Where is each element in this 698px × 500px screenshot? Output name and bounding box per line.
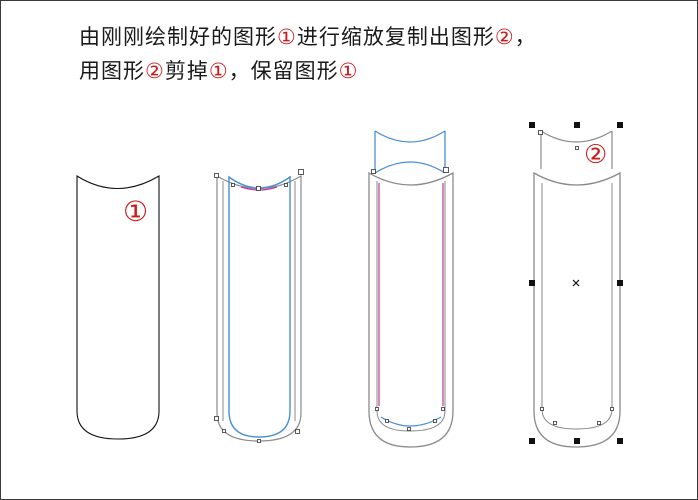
step-1-original-shape <box>76 175 160 440</box>
step-4-outer-body <box>533 171 621 448</box>
caption-1-part-1: 由刚刚绘制好的图形 <box>79 25 277 49</box>
caption-2-part-2: 剪掉 <box>164 59 209 83</box>
step-3-blue-bottom <box>380 416 442 427</box>
step-2-blue-copy <box>228 175 291 438</box>
caption-1-shape-ref-1: ① <box>277 25 297 49</box>
caption-2-part-3: ，保留图形 <box>228 59 339 83</box>
shape-2-label: ② <box>584 140 607 170</box>
caption-line-2: 用图形②剪掉①，保留图形① <box>79 55 358 85</box>
step-4-result <box>529 122 623 448</box>
caption-line-1: 由刚刚绘制好的图形①进行缩放复制出图形②， <box>79 21 537 51</box>
step-3-gray-outer <box>368 171 454 448</box>
step-4-nodes <box>538 130 614 425</box>
caption-1-comma: ， <box>514 25 537 49</box>
step-4-selection-handles <box>529 122 623 444</box>
caption-1-shape-ref-2: ② <box>494 25 515 49</box>
shape-1-label: ① <box>123 195 148 228</box>
caption-1-part-2: 进行缩放复制出图形 <box>296 25 495 49</box>
caption-2-shape-ref-1b: ① <box>338 59 359 83</box>
shape-1-outline <box>76 175 160 440</box>
x-mark-icon <box>572 279 580 287</box>
step-3-blue-cap <box>374 131 446 174</box>
caption-2-shape-ref-2: ② <box>145 59 165 83</box>
step-4-inner-body <box>541 183 613 430</box>
caption-2-part-1: 用图形 <box>79 59 145 83</box>
step-2-nodes <box>214 169 304 443</box>
step-4-top-cap <box>540 130 613 169</box>
step-3-nodes <box>371 167 449 431</box>
step-3-gray-inner <box>376 181 446 432</box>
step-2-scaled-copy <box>214 169 304 443</box>
step-3-moved-copy <box>368 130 454 448</box>
caption-2-shape-ref-1a: ① <box>208 59 229 83</box>
step-3-blue-top-curve <box>374 130 446 143</box>
